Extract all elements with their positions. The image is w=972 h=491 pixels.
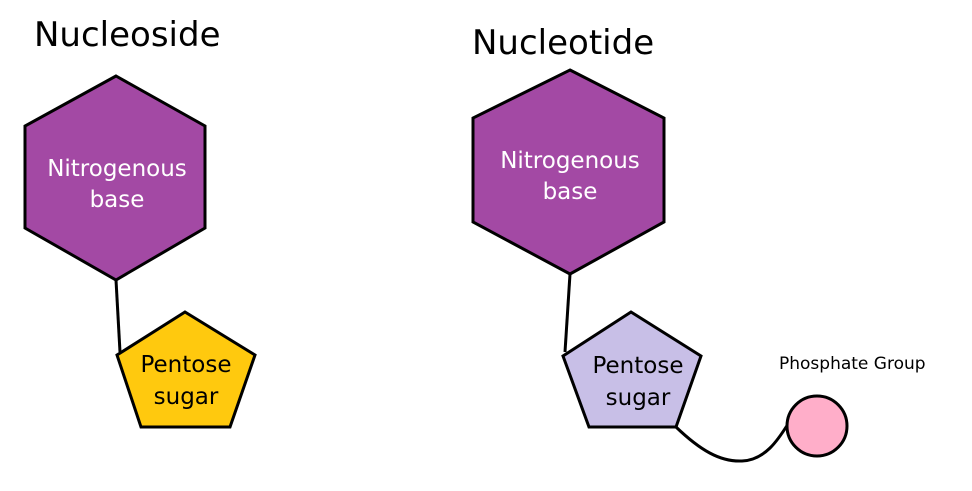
nucleoside-sugar-label-1: Pentose — [140, 352, 231, 378]
nucleoside-base-label-2: base — [90, 187, 145, 213]
nucleoside-sugar-pentagon — [115, 310, 257, 429]
phosphate-bond — [674, 423, 790, 463]
nucleotide-sugar-label-1: Pentose — [592, 353, 683, 379]
nucleotide-base-label-1: Nitrogenous — [500, 148, 640, 174]
nucleoside-base-label-1: Nitrogenous — [47, 156, 187, 182]
nucleoside-base-hexagon — [23, 74, 207, 282]
nucleotide-base-hexagon — [471, 68, 666, 276]
nucleoside-title: Nucleoside — [34, 15, 221, 55]
phosphate-circle — [785, 394, 849, 458]
nucleotide-base-label-2: base — [543, 179, 598, 205]
nucleotide-title: Nucleotide — [472, 23, 654, 63]
nucleoside-sugar-label-2: sugar — [154, 384, 219, 410]
nucleotide-bond — [563, 273, 572, 353]
nucleotide-sugar-label-2: sugar — [606, 385, 671, 411]
nucleoside-bond — [114, 279, 122, 353]
phosphate-label: Phosphate Group — [779, 354, 926, 374]
nucleotide-sugar-pentagon — [561, 310, 703, 429]
